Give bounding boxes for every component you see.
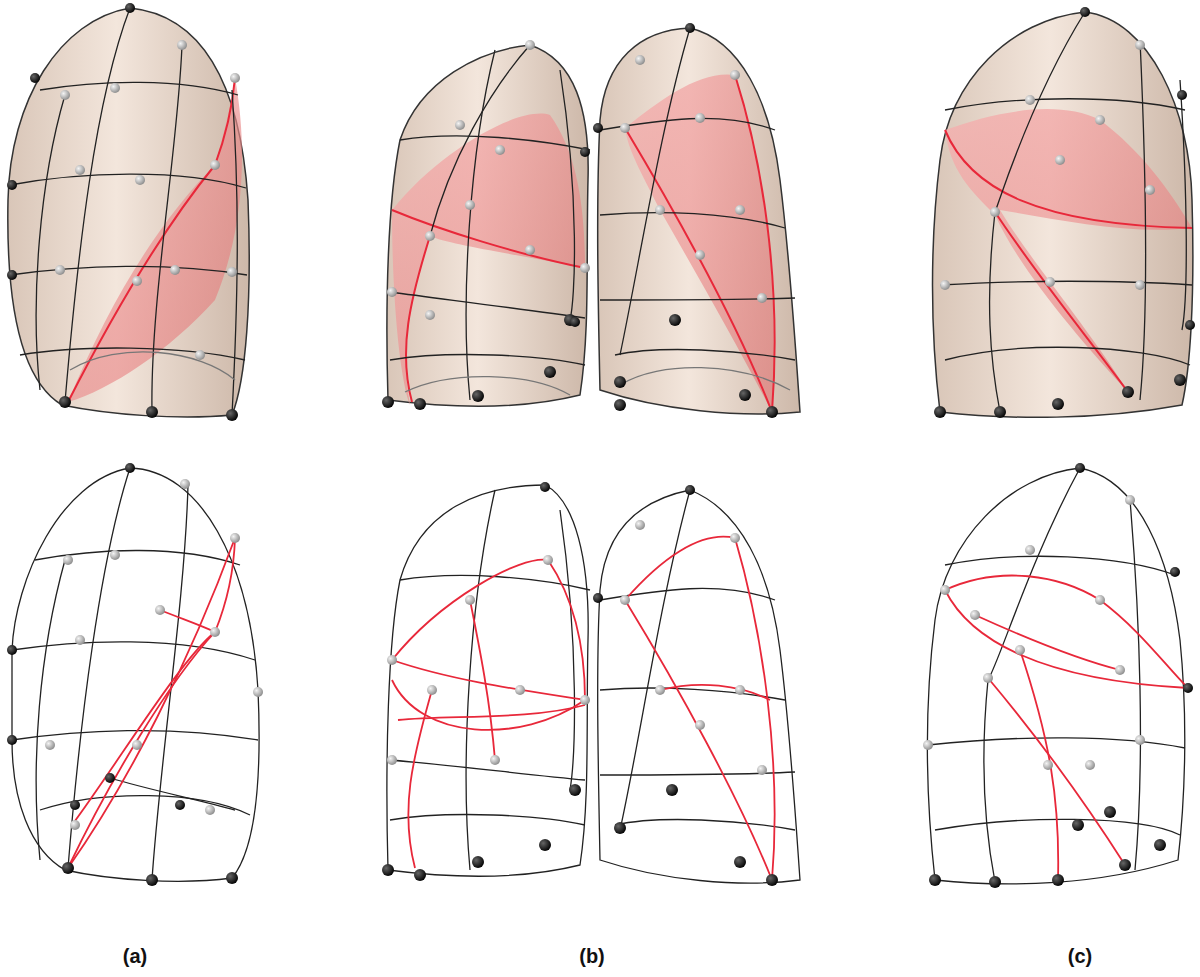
lung-surface-a	[7, 3, 249, 421]
lung-wireframe-a	[7, 463, 263, 886]
panel-label: (a)	[123, 945, 147, 968]
lung-surface-b	[382, 40, 590, 410]
lung-surface-b-left	[570, 23, 800, 418]
panel-label: (b)	[579, 945, 605, 968]
lung-wireframe-c	[923, 463, 1193, 888]
panel-label: (c)	[1068, 945, 1092, 968]
lung-wireframe-b	[382, 482, 800, 886]
lung-surface-c	[933, 7, 1196, 418]
